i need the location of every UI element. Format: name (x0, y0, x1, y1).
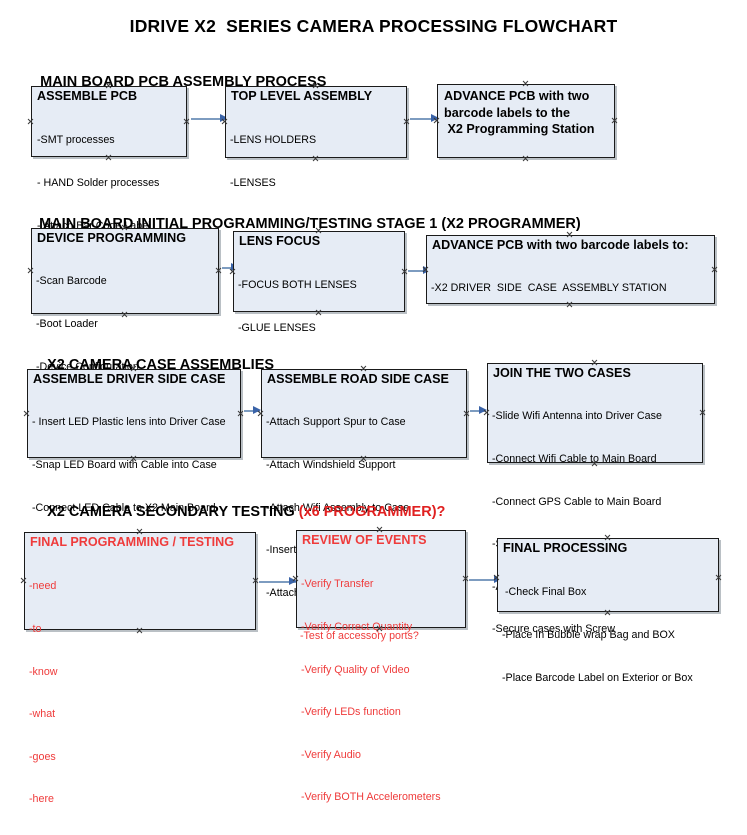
arrow-driver-side-to-road-side (244, 406, 261, 415)
box-body: -Verify Transfer -Verify Correct Quantit… (301, 549, 441, 833)
box-line: -here (29, 793, 54, 806)
box-body: -Check Final Box -Place In Bubble wrap B… (502, 557, 693, 713)
box-line: -know (29, 665, 58, 678)
arrow-shaft (222, 267, 238, 269)
box-line: -Place Barcode Label on Exterior or Box (502, 671, 693, 684)
box-title: REVIEW OF EVENTS (302, 533, 427, 547)
arrow-head-icon (479, 406, 487, 414)
process-box-device-programming[interactable]: DEVICE PROGRAMMING -Scan Barcode -Boot L… (31, 228, 219, 458)
box-line: -need (29, 580, 57, 593)
box-line: -Attach Windshield Support (266, 459, 396, 472)
process-box-lens-focus[interactable]: LENS FOCUS -FOCUS BOTH LENSES -GLUE LENS… (233, 231, 405, 334)
box-body: -FOCUS BOTH LENSES -GLUE LENSES (238, 250, 357, 364)
process-box-final-processing[interactable]: FINAL PROCESSING -Check Final Box -Place… (497, 538, 719, 684)
arrow-shaft (191, 118, 227, 120)
box-title: ASSEMBLE PCB (37, 89, 138, 103)
box-title: ADVANCE PCB with two barcode labels to: (432, 238, 689, 252)
arrow-shaft (408, 270, 430, 272)
section-heading-x2-camera-secondary-testing: X2 CAMERA SECONDARY TESTING (x6 PROGRAMM… (31, 488, 445, 536)
process-box-review-of-events[interactable]: REVIEW OF EVENTS -Verify Transfer -Verif… (296, 530, 466, 803)
arrow-shaft (470, 410, 486, 412)
arrow-head-icon (253, 406, 261, 414)
box-body: -X2 DRIVER SIDE CASE ASSEMBLY STATION (431, 253, 667, 324)
box-title: FINAL PROCESSING (503, 541, 628, 555)
box-title: JOIN THE TWO CASES (493, 366, 631, 380)
box-body: -need -to -know -what -goes -here (29, 551, 58, 835)
box-line: -Verify Quality of Video (301, 663, 410, 676)
box-line: -Attach Wifi Assembly to Case (266, 501, 410, 514)
box-title: DEVICE PROGRAMMING (37, 231, 187, 245)
box-line: -Check Final Box (502, 586, 587, 599)
process-box-top-level-assembly[interactable]: TOP LEVEL ASSEMBLY -LENS HOLDERS -LENSES (225, 86, 407, 189)
box-line: -Connect LED Cable to X2 Main Board (32, 501, 216, 514)
box-line: -GLUE LENSES (238, 322, 316, 335)
box-line: -FOCUS BOTH LENSES (238, 279, 357, 292)
box-line: -SMT processes (37, 134, 115, 147)
box-line: -to (29, 623, 42, 636)
process-box-advance-pcb-driver-side-case[interactable]: ADVANCE PCB with two barcode labels to: … (426, 235, 715, 304)
process-box-assemble-driver-side-case[interactable]: ASSEMBLE DRIVER SIDE CASE - Insert LED P… (27, 369, 241, 556)
box-line: -Verify Correct Quantity (301, 621, 413, 634)
arrow-assemble-pcb-to-top-level-assembly (191, 114, 228, 123)
section-heading-text: X2 CAMERA SECONDARY TESTING (47, 504, 299, 520)
box-line: -Snap LED Board with Cable into Case (32, 459, 217, 472)
process-box-advance-pcb-x2-programming-station[interactable]: ADVANCE PCB with two barcode labels to t… (437, 84, 615, 158)
box-line: -Connect Wifi Cable to Main Board (492, 453, 657, 466)
box-title: LENS FOCUS (239, 234, 321, 248)
box-title: ASSEMBLE ROAD SIDE CASE (267, 372, 449, 386)
flowchart-canvas: IDRIVE X2 SERIES CAMERA PROCESSING FLOWC… (0, 0, 747, 662)
box-title: TOP LEVEL ASSEMBLY (231, 89, 373, 103)
box-line: -Verify Audio (301, 748, 362, 761)
box-line: -what (29, 708, 56, 721)
arrow-shaft (259, 581, 296, 583)
box-line: -Verify LEDs function (301, 706, 401, 719)
box-line: -Connect GPS Cable to Main Board (492, 495, 662, 508)
arrow-head-icon (431, 114, 439, 122)
box-line: -LENSES (230, 177, 276, 190)
arrow-road-side-to-join-cases (470, 406, 487, 415)
process-box-final-programming-testing[interactable]: FINAL PROGRAMMING / TESTING -need -to -k… (24, 532, 256, 805)
arrow-head-icon (289, 577, 297, 585)
process-box-assemble-road-side-case[interactable]: ASSEMBLE ROAD SIDE CASE -Attach Support … (261, 369, 467, 599)
arrow-top-level-assembly-to-advance-pcb (410, 114, 439, 123)
page-title: IDRIVE X2 SERIES CAMERA PROCESSING FLOWC… (129, 16, 618, 36)
box-line: -Slide Wifi Antenna into Driver Case (492, 410, 662, 423)
box-body: -LENS HOLDERS -LENSES (230, 105, 316, 219)
arrow-shaft (469, 579, 501, 581)
box-line: -X2 DRIVER SIDE CASE ASSEMBLY STATION (431, 282, 667, 295)
box-line: -goes (29, 750, 56, 763)
box-line: -Scan Barcode (36, 275, 107, 288)
box-overflow-line-review-of-events: -Test of accessory ports? (300, 630, 419, 642)
box-line: -Verify Transfer (301, 578, 374, 591)
box-line: -LENS HOLDERS (230, 134, 317, 147)
box-title: ADVANCE PCB with two barcode labels to t… (444, 89, 595, 136)
arrow-final-programming-to-review-of-events (259, 577, 297, 586)
box-line: - Insert LED Plastic lens into Driver Ca… (32, 416, 226, 429)
arrow-shaft (410, 118, 438, 120)
box-title: ASSEMBLE DRIVER SIDE CASE (33, 372, 226, 386)
box-line: - HAND Solder processes (37, 177, 160, 190)
box-line: -Attach Support Spur to Case (266, 416, 406, 429)
section-heading-red-suffix: (x6 PROGRAMMER)? (298, 504, 446, 520)
process-box-assemble-pcb[interactable]: ASSEMBLE PCB -SMT processes - HAND Solde… (31, 86, 187, 232)
box-title: FINAL PROGRAMMING / TESTING (30, 535, 235, 549)
arrow-shaft (244, 410, 260, 412)
box-line: -Verify BOTH Accelerometers (301, 791, 441, 804)
process-box-join-the-two-cases[interactable]: JOIN THE TWO CASES -Slide Wifi Antenna i… (487, 363, 703, 635)
box-line: -Place In Bubble wrap Bag and BOX (502, 629, 675, 642)
arrow-head-icon (220, 114, 228, 122)
box-line: -Secure cases with Screw (492, 623, 615, 636)
box-line: -Boot Loader (36, 318, 98, 331)
